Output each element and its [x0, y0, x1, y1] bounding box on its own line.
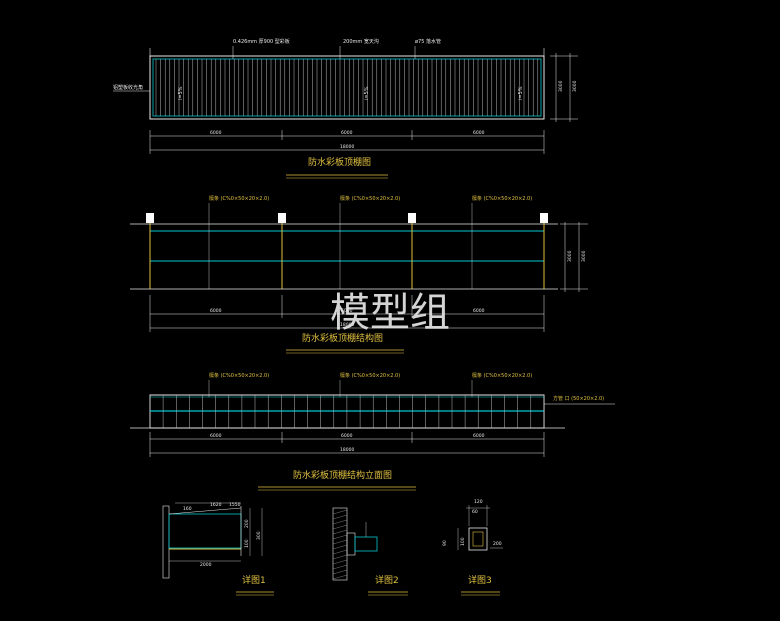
dim-right-1: 3000 — [558, 80, 564, 92]
roof-panel-ribs — [155, 59, 539, 116]
roof-outline — [149, 55, 545, 120]
label-color-plate: 0.426mm 厚900 型彩板 — [233, 38, 290, 45]
slope-label-1: i=5% — [178, 86, 184, 100]
detail2-title: 详图2 — [375, 574, 399, 586]
d2-dim-right-2: 3000 — [581, 250, 587, 262]
dim-right-2: 3000 — [572, 80, 578, 92]
slope-label-3: i=5% — [518, 86, 524, 100]
d3-dim-bottom-3: 6000 — [473, 433, 485, 439]
d3-dim-b: 60 — [472, 509, 478, 515]
drawing1-title: 防水彩板顶棚图 — [308, 156, 371, 168]
slope-label-2: i=5% — [364, 86, 370, 100]
post-cap-4 — [540, 213, 548, 223]
d3-dim-bottom-1: 6000 — [210, 433, 222, 439]
dim-bottom-3: 6000 — [473, 130, 485, 136]
label-trim-angle: 铝塑板收光角 — [113, 84, 143, 91]
roof-inner-edge — [152, 58, 542, 117]
d1-dim-g: 300 — [256, 531, 262, 540]
drawing-roof-plan: 0.426mm 厚900 型彩板 200mm 宽天沟 ø75 落水管 铝塑板收光… — [113, 38, 578, 179]
d3-dim-total: 18000 — [340, 447, 354, 453]
d3-purlin-label-2: 檩条 (C%0×50×20×2.0) — [340, 372, 400, 379]
d3-dim-d: 90 — [442, 540, 448, 546]
purlin-label-1: 檩条 (C%0×50×20×2.0) — [209, 195, 269, 202]
detail-3: 120 60 100 90 200 详图3 — [442, 499, 503, 596]
d1-dim-b: 1620 — [210, 502, 222, 508]
d1-dim-e: 200 — [244, 519, 250, 528]
d3-dim-a: 120 — [474, 499, 483, 505]
d2-dim-bottom-1: 6000 — [210, 308, 222, 314]
label-gutter: 200mm 宽天沟 — [343, 38, 379, 45]
d2-dim-bottom-2: 6000 — [341, 308, 353, 314]
detail1-title: 详图1 — [242, 574, 266, 586]
dim-total: 18000 — [340, 144, 354, 150]
d3-purlin-label-1: 檩条 (C%0×50×20×2.0) — [209, 372, 269, 379]
label-square-tube: 方管 口 (50×20×2.0) — [553, 395, 604, 402]
watermark: 模型组 — [330, 290, 450, 336]
posts — [146, 213, 548, 289]
detail2-wall — [332, 507, 348, 581]
dim-bottom-2: 6000 — [341, 130, 353, 136]
detail-1: 160 1620 1550 2000 200 100 300 详图1 — [162, 502, 274, 596]
purlin-label-3: 檩条 (C%0×50×20×2.0) — [472, 195, 532, 202]
drawing2-title: 防水彩板顶棚结构图 — [302, 332, 383, 344]
drawing-elevation: 檩条 (C%0×50×20×2.0) 檩条 (C%0×50×20×2.0) 檩条… — [130, 372, 615, 491]
d2-dim-total: 18000 — [340, 322, 354, 328]
detail3-tube — [468, 527, 488, 551]
d1-dim-d: 2000 — [200, 562, 212, 568]
elevation-grid — [149, 395, 545, 428]
d2-dim-bottom-3: 6000 — [473, 308, 485, 314]
detail-2: 详图2 — [332, 507, 408, 596]
d1-dim-c: 1550 — [229, 502, 241, 508]
d3-dim-bottom-2: 6000 — [341, 433, 353, 439]
label-downpipe: ø75 落水管 — [415, 38, 441, 45]
drawing-structure: 檩条 (C%0×50×20×2.0) 檩条 (C%0×50×20×2.0) 檩条… — [130, 195, 588, 354]
detail1-gutter — [168, 513, 242, 549]
detail2-bracket — [354, 536, 378, 552]
drawing3-title: 防水彩板顶棚结构立面图 — [293, 469, 392, 481]
purlin-label-2: 檩条 (C%0×50×20×2.0) — [340, 195, 400, 202]
d3-dim-c: 100 — [460, 537, 466, 546]
detail3-title: 详图3 — [468, 574, 492, 586]
post-cap-3 — [408, 213, 416, 223]
d3-purlin-label-3: 檩条 (C%0×50×20×2.0) — [472, 372, 532, 379]
d1-dim-f: 100 — [244, 539, 250, 548]
d1-dim-a: 160 — [183, 506, 192, 512]
dim-bottom-1: 6000 — [210, 130, 222, 136]
post-cap-1 — [146, 213, 154, 223]
d3-dim-e: 200 — [493, 541, 502, 547]
d2-dim-right-1: 3000 — [567, 250, 573, 262]
post-cap-2 — [278, 213, 286, 223]
